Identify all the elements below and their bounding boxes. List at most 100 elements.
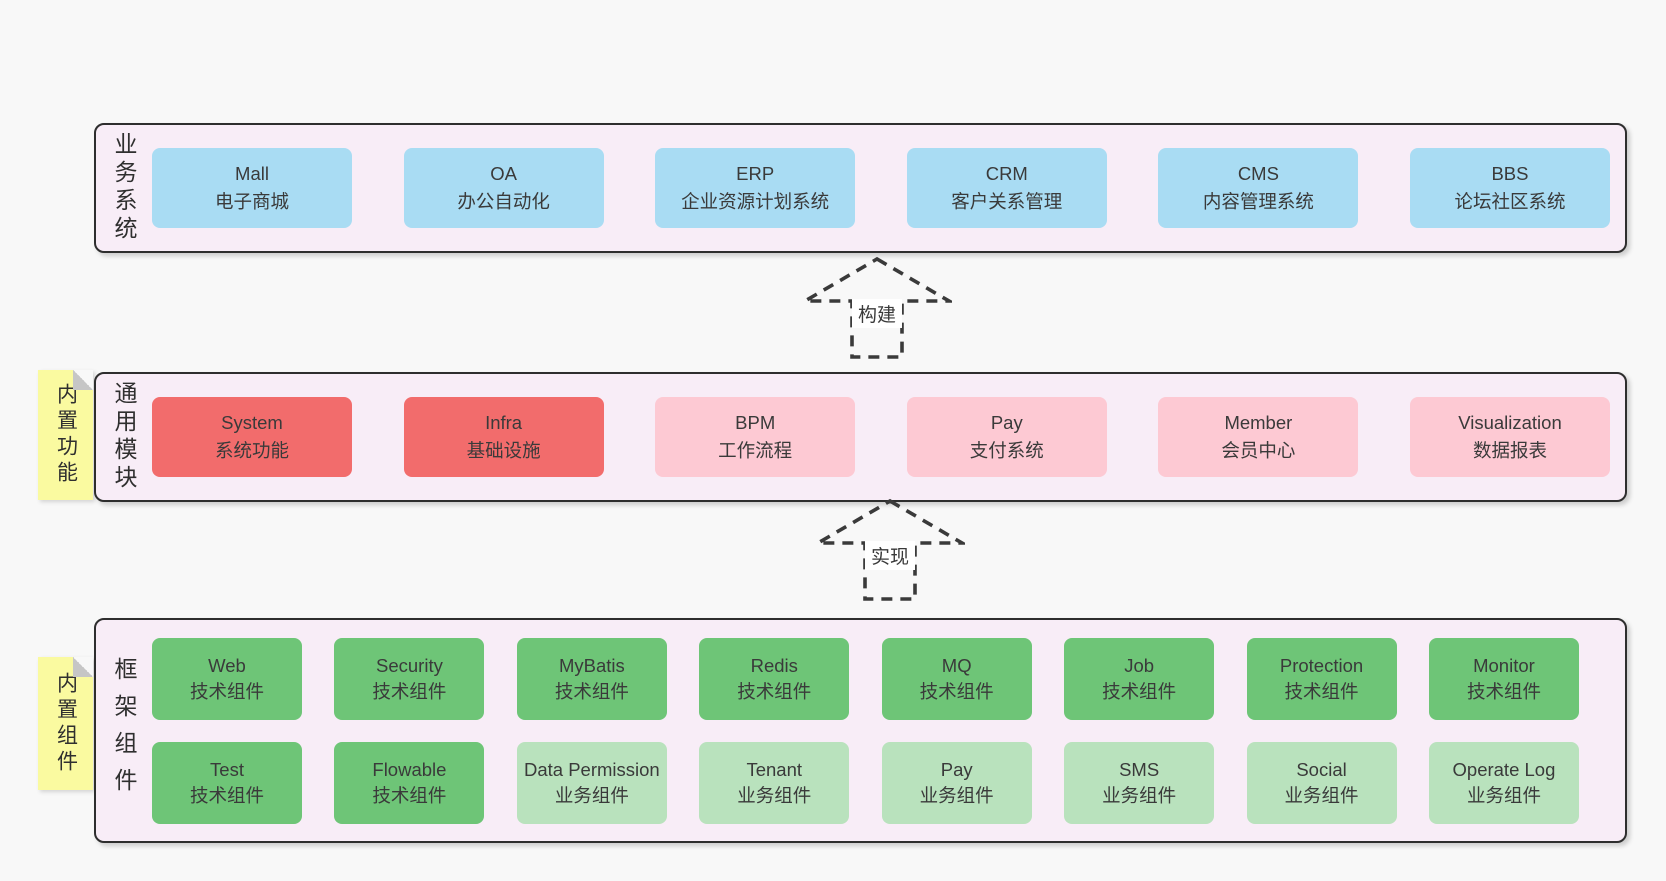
- box-flowable: Flowable 技术组件: [334, 741, 485, 824]
- box-title: MyBatis: [558, 654, 625, 676]
- box-subtitle: 论坛社区系统: [1454, 191, 1566, 212]
- box-title: System: [221, 412, 283, 434]
- arrow-build: 构建: [802, 256, 952, 360]
- box-mybatis: MyBatis 技术组件: [516, 637, 667, 720]
- box-bbs: BBS 论坛社区系统: [1409, 148, 1610, 228]
- box-title: Flowable: [372, 758, 447, 780]
- box-title: Pay: [940, 758, 973, 780]
- note-text: 内置功能: [54, 383, 78, 487]
- box-title: CMS: [1237, 163, 1279, 185]
- folded-corner-icon: [73, 370, 93, 390]
- box-subtitle: 会员中心: [1221, 440, 1296, 461]
- box-subtitle: 办公自动化: [457, 191, 550, 212]
- box-title: BPM: [735, 412, 776, 434]
- box-title: Social: [1296, 758, 1347, 780]
- box-subtitle: 业务组件: [554, 784, 629, 806]
- box-title: Protection: [1279, 654, 1364, 676]
- box-title: Test: [210, 758, 244, 780]
- box-subtitle: 技术组件: [372, 680, 447, 702]
- box-subtitle: 技术组件: [737, 680, 812, 702]
- box-pay-system: Pay 支付系统: [906, 397, 1107, 477]
- box-security: Security 技术组件: [334, 637, 485, 720]
- box-title: Tenant: [746, 758, 803, 780]
- box-system: System 系统功能: [152, 397, 352, 477]
- section-framework-components: 框架组件 Web 技术组件 Security 技术组件 MyBatis 技术组件: [94, 618, 1627, 843]
- box-subtitle: 支付系统: [969, 440, 1044, 461]
- box-title: SMS: [1119, 758, 1160, 780]
- box-title: Monitor: [1473, 654, 1535, 676]
- box-erp: ERP 企业资源计划系统: [655, 148, 856, 228]
- box-title: OA: [490, 163, 517, 185]
- arrow-build-label: 构建: [851, 299, 903, 328]
- section-label-business: 业务系统: [111, 132, 137, 244]
- box-subtitle: 技术组件: [1466, 680, 1541, 702]
- box-subtitle: 业务组件: [1284, 784, 1359, 806]
- box-mall: Mall 电子商城: [152, 148, 352, 228]
- box-operate-log: Operate Log 业务组件: [1428, 741, 1579, 824]
- box-visualization: Visualization 数据报表: [1409, 397, 1610, 477]
- box-subtitle: 企业资源计划系统: [681, 191, 830, 212]
- box-data-permission: Data Permission 业务组件: [516, 741, 667, 824]
- box-sms: SMS 业务组件: [1064, 741, 1215, 824]
- up-arrow-icon: [802, 256, 952, 359]
- box-title: BBS: [1491, 163, 1529, 185]
- box-mq: MQ 技术组件: [881, 637, 1032, 720]
- box-subtitle: 系统功能: [214, 440, 289, 461]
- box-title: MQ: [941, 654, 972, 676]
- box-title: Visualization: [1458, 412, 1562, 434]
- box-subtitle: 客户关系管理: [951, 191, 1063, 212]
- box-subtitle: 技术组件: [1102, 680, 1177, 702]
- box-title: Security: [376, 654, 443, 676]
- box-social: Social 业务组件: [1246, 741, 1397, 824]
- box-subtitle: 技术组件: [554, 680, 629, 702]
- box-title: Redis: [750, 654, 798, 676]
- folded-corner-icon: [73, 657, 93, 677]
- box-pay-component: Pay 业务组件: [881, 741, 1032, 824]
- box-subtitle: 技术组件: [372, 784, 447, 806]
- arrow-implement: 实现: [815, 498, 965, 602]
- box-subtitle: 技术组件: [1284, 680, 1359, 702]
- box-subtitle: 技术组件: [189, 784, 264, 806]
- box-oa: OA 办公自动化: [403, 148, 604, 228]
- box-title: Job: [1124, 654, 1155, 676]
- box-subtitle: 基础设施: [466, 440, 541, 461]
- up-arrow-icon: [815, 498, 965, 601]
- box-web: Web 技术组件: [152, 637, 302, 720]
- box-title: CRM: [985, 163, 1028, 185]
- arrow-implement-label: 实现: [864, 541, 916, 570]
- box-subtitle: 数据报表: [1472, 440, 1547, 461]
- box-monitor: Monitor 技术组件: [1428, 637, 1579, 720]
- box-title: Member: [1224, 412, 1293, 434]
- box-subtitle: 工作流程: [718, 440, 793, 461]
- section-common-modules: 通用模块 System 系统功能 Infra 基础设施 BPM 工作流程 Pay…: [94, 372, 1627, 502]
- box-cms: CMS 内容管理系统: [1158, 148, 1359, 228]
- sticky-note-built-in-features: 内置功能: [38, 370, 93, 500]
- box-title: Mall: [235, 163, 269, 185]
- box-title: Web: [208, 654, 246, 676]
- note-text: 内置组件: [54, 671, 78, 776]
- box-member: Member 会员中心: [1158, 397, 1359, 477]
- section-label-framework: 框架组件: [111, 656, 137, 805]
- box-infra: Infra 基础设施: [403, 397, 604, 477]
- box-title: Operate Log: [1452, 758, 1556, 780]
- box-test: Test 技术组件: [152, 741, 302, 824]
- box-subtitle: 技术组件: [189, 680, 264, 702]
- box-redis: Redis 技术组件: [699, 637, 850, 720]
- box-job: Job 技术组件: [1064, 637, 1215, 720]
- box-subtitle: 业务组件: [1466, 784, 1541, 806]
- box-subtitle: 电子商城: [214, 191, 289, 212]
- box-subtitle: 业务组件: [919, 784, 994, 806]
- box-subtitle: 技术组件: [919, 680, 994, 702]
- box-title: Infra: [485, 412, 523, 434]
- box-subtitle: 内容管理系统: [1202, 191, 1314, 212]
- box-crm: CRM 客户关系管理: [906, 148, 1107, 228]
- sticky-note-built-in-components: 内置组件: [38, 657, 93, 790]
- box-bpm: BPM 工作流程: [655, 397, 856, 477]
- box-subtitle: 业务组件: [1102, 784, 1177, 806]
- box-title: ERP: [736, 163, 775, 185]
- box-tenant: Tenant 业务组件: [699, 741, 850, 824]
- box-protection: Protection 技术组件: [1246, 637, 1397, 720]
- box-title: Data Permission: [523, 758, 660, 780]
- section-business-systems: 业务系统 Mall 电子商城 OA 办公自动化 ERP 企业资源计划系统 CRM…: [94, 123, 1627, 253]
